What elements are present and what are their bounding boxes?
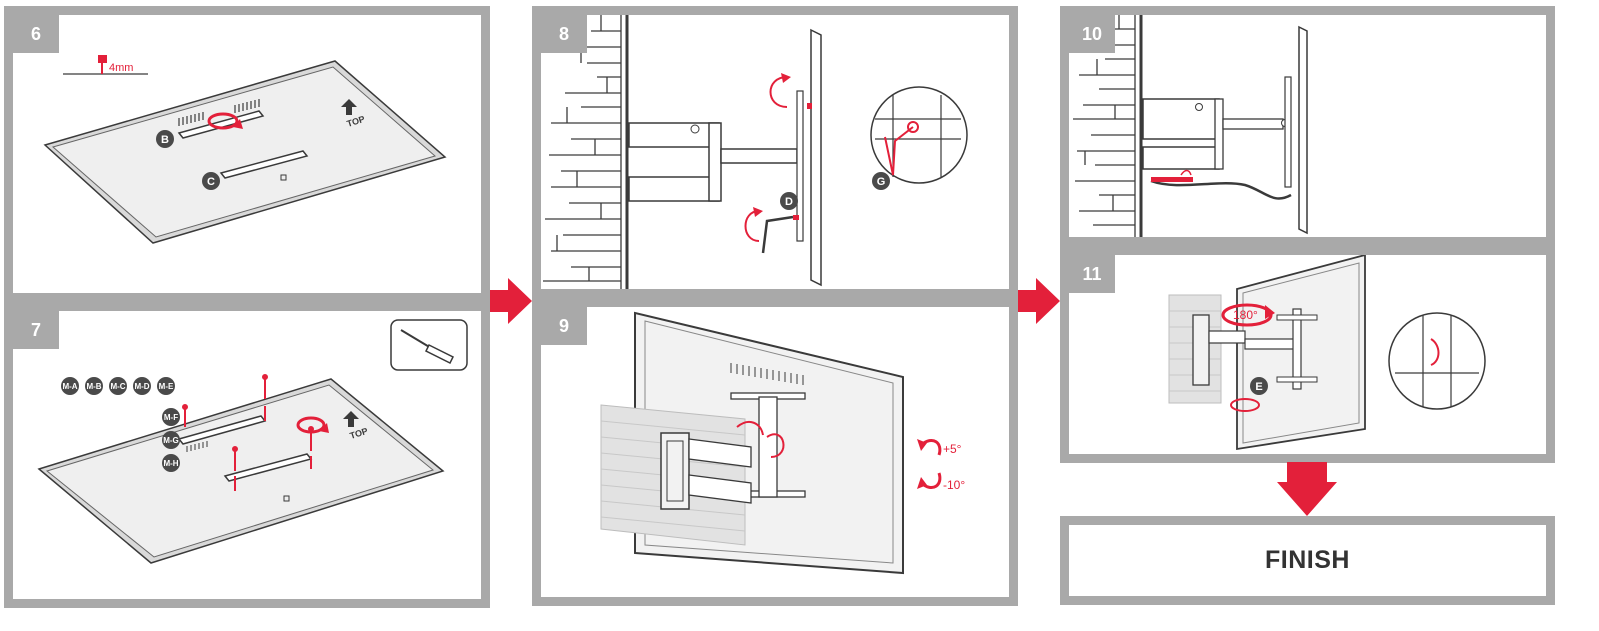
hardware-label-ma: M-A xyxy=(62,382,77,391)
step-11-number: 11 xyxy=(1069,255,1115,293)
step-8-panel: 8 xyxy=(532,6,1018,298)
hardware-label-mb: M-B xyxy=(86,382,101,391)
hardware-label-mc: M-C xyxy=(110,382,125,391)
hardware-label-mf: M-F xyxy=(164,413,178,422)
step-7-illustration: M-A M-B M-C M-D M-E M-F M-G M-H xyxy=(37,319,468,564)
up-arrow-icon xyxy=(341,99,357,115)
finish-panel: FINISH xyxy=(1060,516,1555,605)
step-8-illustration: D G xyxy=(543,15,968,289)
step-8-number: 8 xyxy=(541,15,587,53)
hardware-label-md: M-D xyxy=(134,382,149,391)
screwdriver-icon xyxy=(400,329,455,365)
step-10-illustration xyxy=(1073,15,1308,237)
step-7-panel: 7 M-A M-B M-C M-D M-E xyxy=(4,302,490,608)
next-step-arrow-icon xyxy=(490,278,532,324)
gap-label: 4mm xyxy=(109,62,133,74)
step-11-illustration: 180° E xyxy=(1168,255,1486,451)
step-11-panel: 11 180° E xyxy=(1060,246,1555,463)
step-6-number: 6 xyxy=(13,15,59,53)
tilt-down-label: -10° xyxy=(943,478,965,492)
step-9-illustration: +5° -10° xyxy=(600,311,965,575)
up-arrow-icon xyxy=(343,411,359,427)
part-label-c: C xyxy=(207,176,215,188)
step-7-number: 7 xyxy=(13,311,59,349)
step-6-panel: 6 4mm B C TOP xyxy=(4,6,490,302)
gap-marker-icon xyxy=(98,55,107,63)
hardware-label-mh: M-H xyxy=(163,459,178,468)
part-label-e: E xyxy=(1255,381,1262,393)
hardware-label-mg: M-G xyxy=(163,436,179,445)
rotation-label: 180° xyxy=(1233,308,1258,322)
step-10-number: 10 xyxy=(1069,15,1115,53)
tilt-up-label: +5° xyxy=(943,442,962,456)
part-label-g: G xyxy=(877,176,886,188)
finish-label: FINISH xyxy=(1265,546,1350,574)
step-9-number: 9 xyxy=(541,307,587,345)
part-label-b: B xyxy=(161,134,169,146)
hardware-label-me: M-E xyxy=(159,382,174,391)
step-10-panel: 10 xyxy=(1060,6,1555,246)
step-6-illustration: 4mm B C TOP xyxy=(43,55,447,244)
part-label-d: D xyxy=(785,196,793,208)
step-9-panel: 9 xyxy=(532,298,1018,606)
finish-arrow-icon xyxy=(1277,462,1337,516)
next-step-arrow-icon xyxy=(1018,278,1060,324)
